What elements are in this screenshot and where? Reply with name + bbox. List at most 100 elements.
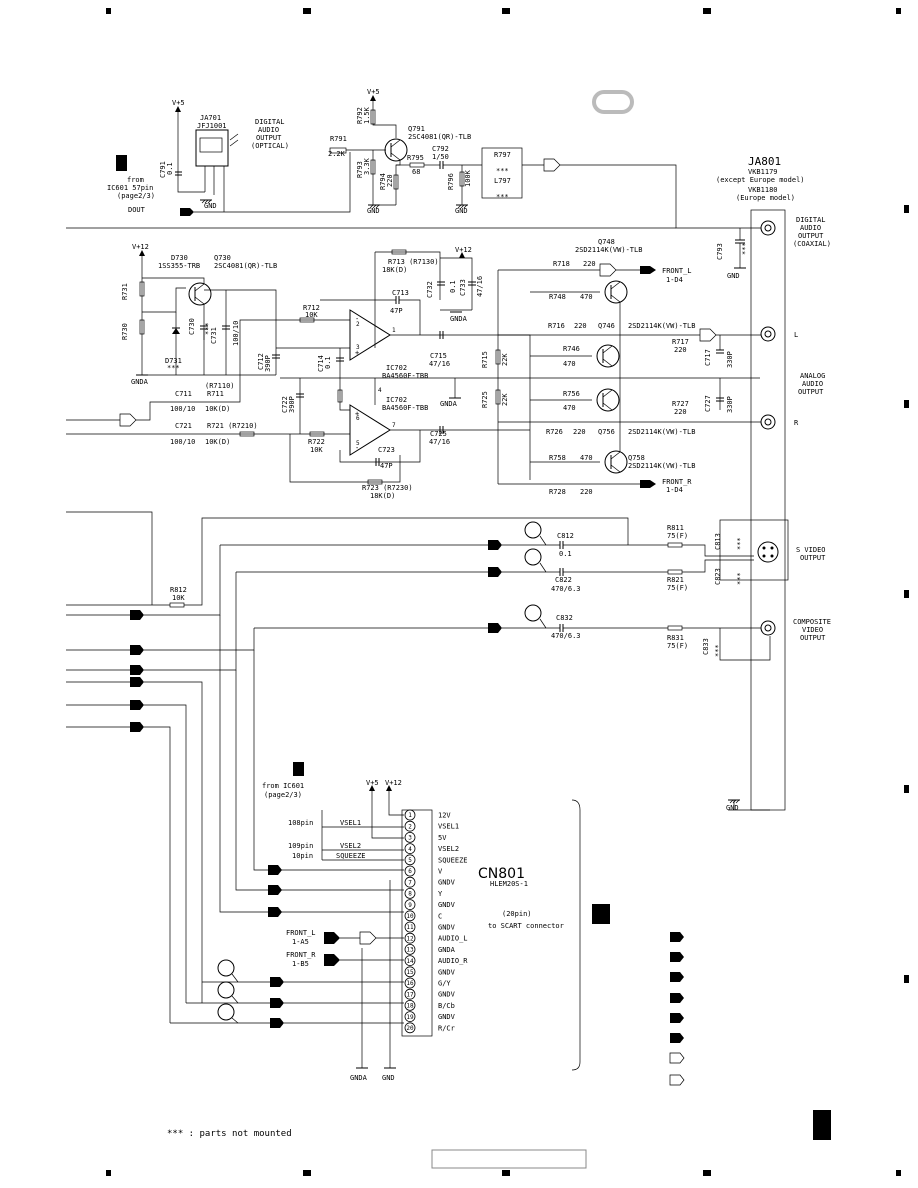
r758-label: R758: [549, 454, 566, 462]
cn801-part: HLEM20S-1: [490, 880, 528, 888]
ic702-amp-b: [349, 404, 391, 456]
c713-label: C713: [392, 289, 409, 297]
q791-transistor: [384, 138, 408, 162]
cn801-pin-4: [404, 843, 416, 854]
ja801-variant-3: VKB1180: [748, 186, 778, 194]
cn801-pin-12: [404, 932, 416, 944]
c717-label: C717: [704, 349, 712, 366]
cn801-pin-label: VSEL2: [438, 845, 459, 853]
c715-label: C715: [430, 352, 447, 360]
r831-value: 75(F): [667, 642, 688, 650]
cn801-pin-label: 12V: [438, 812, 451, 820]
svg-text:OUTPUT: OUTPUT: [798, 388, 824, 396]
cn801-pin-label: AUDIO_L: [438, 935, 468, 943]
svg-text:1: 1: [392, 327, 396, 334]
r797-label: R797: [494, 151, 511, 159]
s-video-output-label: S VIDEO OUTPUT: [796, 546, 826, 562]
r725-label: R725: [481, 391, 489, 408]
page-corner-marks: [106, 8, 909, 1176]
c723-value: 47P: [380, 462, 393, 470]
r794-label: R794: [379, 173, 387, 190]
r758-value: 470: [580, 454, 593, 462]
svg-text:DIGITAL: DIGITAL: [796, 216, 826, 224]
c791-value: 0.1: [166, 162, 174, 175]
c717-value: 330P: [726, 351, 734, 368]
r725-value: 22K: [501, 393, 509, 406]
r793-value: 3.3K: [363, 157, 371, 175]
c727-value: 330P: [726, 396, 734, 413]
r717-value: 220: [674, 346, 687, 354]
svg-text:AUDIO: AUDIO: [802, 380, 823, 388]
cn801-pin-number: 16: [406, 980, 414, 987]
cn801-pin-11: [404, 921, 416, 933]
q758-transistor: [604, 450, 628, 474]
r811-label: R811: [667, 524, 684, 532]
v5-label-2: V+5: [367, 88, 380, 96]
front-r-scart-ref: 1-B5: [292, 960, 309, 968]
c822-value: 470/6.3: [551, 585, 581, 593]
digital-coaxial-output-label: DIGITAL AUDIO OUTPUT (COAXIAL): [793, 216, 831, 248]
cn801-pin-2: [404, 820, 416, 832]
c792-value: 1/50: [432, 153, 449, 161]
cn801-pin-label: AUDIO_R: [438, 957, 468, 965]
cn801-pin-label: GNDV: [438, 879, 456, 887]
svg-text:(page2/3): (page2/3): [117, 192, 155, 200]
r727-label: R727: [672, 400, 689, 408]
c793-nm: ***: [741, 242, 749, 255]
c731-value: 100/10: [232, 321, 240, 346]
svg-text:OUTPUT: OUTPUT: [800, 634, 826, 642]
cn801-pin-label: 5V: [438, 834, 447, 842]
front-l-arrow: [640, 266, 656, 274]
q730-part: 2SC4081(QR)-TLB: [214, 262, 277, 270]
q758-part: 2SD2114K(VW)-TLB: [628, 462, 695, 470]
q756-transistor: [596, 388, 620, 412]
r746-label: R746: [563, 345, 580, 353]
cn801-pin-label: Y: [438, 890, 443, 898]
test-point-5: [217, 981, 235, 999]
r723-value: 18K(D): [370, 492, 395, 500]
v12-label-1: V+12: [132, 243, 149, 251]
r721-label: R721 (R7210): [207, 422, 258, 430]
cn801-pin-3: [404, 832, 416, 843]
c823-label: C823: [714, 568, 722, 585]
gnd-label-cn801: GND: [382, 1074, 395, 1082]
svg-text:7: 7: [392, 422, 396, 429]
svg-text:3: 3: [356, 344, 360, 351]
cn801-pin-17: [404, 988, 416, 1000]
c732-value: 0.1: [449, 280, 457, 293]
r795-value: 68: [412, 168, 420, 176]
svg-text:OUTPUT: OUTPUT: [798, 232, 824, 240]
r797-nm: ***: [496, 167, 509, 175]
r812-value: 10K: [172, 594, 185, 602]
cn801-pin-5: [404, 854, 416, 866]
cn801-pin-16: [404, 977, 416, 989]
svg-text:S VIDEO: S VIDEO: [796, 546, 826, 554]
svg-text:VIDEO: VIDEO: [802, 626, 823, 634]
cn801-pin-label: SQUEEZE: [438, 856, 468, 864]
r726-label: R726: [546, 428, 563, 436]
cn801-pin-8: [404, 888, 416, 899]
cn801-pin-label: GNDA: [438, 946, 456, 954]
cn801-pin-number: 4: [408, 846, 412, 853]
r716-label: R716: [548, 322, 565, 330]
v12-label-2: V+12: [455, 246, 472, 254]
from-ic601-57pin-label: from IC601 57pin (page2/3): [107, 176, 155, 200]
r728-label: R728: [549, 488, 566, 496]
r726-value: 220: [573, 428, 586, 436]
gnd-label-optical: GND: [204, 202, 217, 210]
test-point-3: [524, 604, 542, 622]
svg-text:JA701: JA701: [200, 114, 221, 122]
c711-value: 100/10: [170, 405, 195, 413]
cn801-pin-label: V: [438, 868, 443, 876]
cn801-pin-number: 2: [408, 823, 412, 830]
r811-value: 75(F): [667, 532, 688, 540]
r756-value: 470: [563, 404, 576, 412]
test-point-2: [524, 548, 542, 566]
analog-r-jack: [760, 414, 776, 430]
dout-label: DOUT: [128, 206, 146, 214]
svg-text:DIGITAL: DIGITAL: [255, 118, 285, 126]
svg-text:OUTPUT: OUTPUT: [256, 134, 282, 142]
r791-value: 2.2K: [328, 150, 346, 158]
c833-label: C833: [702, 638, 710, 655]
